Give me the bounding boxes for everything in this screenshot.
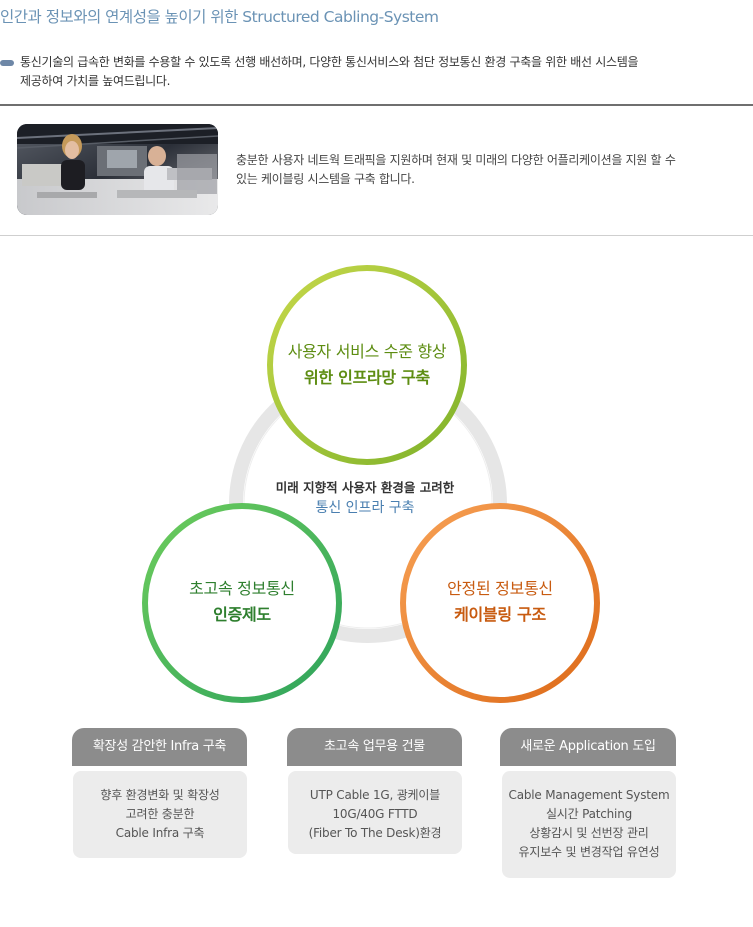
circle-cabling-structure-label: 안정된 정보통신 케이블링 구조 (400, 576, 600, 628)
circle-certification-label: 초고속 정보통신 인증제도 (142, 576, 342, 628)
center-label-line2: 통신 인프라 구축 (315, 500, 415, 516)
card-line: (Fiber To The Desk)환경 (308, 826, 442, 840)
intro-line: 통신기술의 급속한 변화를 수용할 수 있도록 선행 배선하며, 다양한 통신서… (20, 55, 639, 69)
card-line: 고려한 충분한 (125, 807, 195, 821)
center-label: 미래 지향적 사용자 환경을 고려한 통신 인프라 구축 (245, 478, 485, 518)
card-line: 10G/40G FTTD (332, 807, 418, 821)
card-line: Cable Management System (508, 788, 670, 802)
circle-label-line1: 안정된 정보통신 (447, 579, 553, 598)
circle-label-line2: 케이블링 구조 (454, 605, 546, 624)
circle-label-line2: 인증제도 (213, 605, 271, 624)
card-application: Cable Management System 실시간 Patching 상황감… (502, 771, 676, 878)
card-tab-infra: 확장성 감안한 Infra 구축 (72, 728, 247, 766)
card-line: 향후 환경변화 및 확장성 (100, 788, 220, 802)
card-line: 유지보수 및 변경작업 유연성 (518, 845, 660, 859)
office-workers-photo (17, 124, 218, 215)
card-building: UTP Cable 1G, 광케이블 10G/40G FTTD (Fiber T… (288, 771, 462, 854)
center-label-line1: 미래 지향적 사용자 환경을 고려한 (275, 480, 455, 495)
circle-label-line2: 위한 인프라망 구축 (304, 368, 430, 387)
card-line: UTP Cable 1G, 광케이블 (309, 788, 441, 802)
section-divider (0, 104, 753, 106)
section-divider (0, 235, 753, 236)
card-line: 실시간 Patching (545, 807, 633, 821)
card-line: 상황감시 및 선번장 관리 (529, 826, 649, 840)
circle-label-line1: 사용자 서비스 수준 향상 (287, 342, 447, 361)
intro-line: 제공하여 가치를 높여드립니다. (20, 74, 171, 88)
circle-user-service-label: 사용자 서비스 수준 향상 위한 인프라망 구축 (267, 339, 467, 391)
card-tab-application: 새로운 Application 도입 (500, 728, 676, 766)
description-line: 충분한 사용자 네트웍 트래픽을 지원하며 현재 및 미래의 다양한 어플리케이… (236, 153, 676, 167)
bullet-icon (0, 60, 14, 66)
card-tab-building: 초고속 업무용 건물 (287, 728, 462, 766)
intro-paragraph: 통신기술의 급속한 변화를 수용할 수 있도록 선행 배선하며, 다양한 통신서… (0, 53, 740, 91)
card-infra: 향후 환경변화 및 확장성 고려한 충분한 Cable Infra 구축 (73, 771, 247, 858)
page-title: 인간과 정보와의 연계성을 높이기 위한 Structured Cabling-… (0, 8, 439, 26)
circle-user-service (267, 265, 467, 465)
circle-label-line1: 초고속 정보통신 (189, 579, 295, 598)
feature-description: 충분한 사용자 네트웍 트래픽을 지원하며 현재 및 미래의 다양한 어플리케이… (236, 151, 736, 189)
description-line: 있는 케이블링 시스템을 구축 합니다. (236, 172, 415, 186)
photo-illustration (17, 124, 218, 215)
cabling-diagram (142, 265, 600, 703)
circle-cabling-structure (400, 503, 600, 703)
circle-certification (142, 503, 342, 703)
card-line: Cable Infra 구축 (115, 826, 205, 840)
